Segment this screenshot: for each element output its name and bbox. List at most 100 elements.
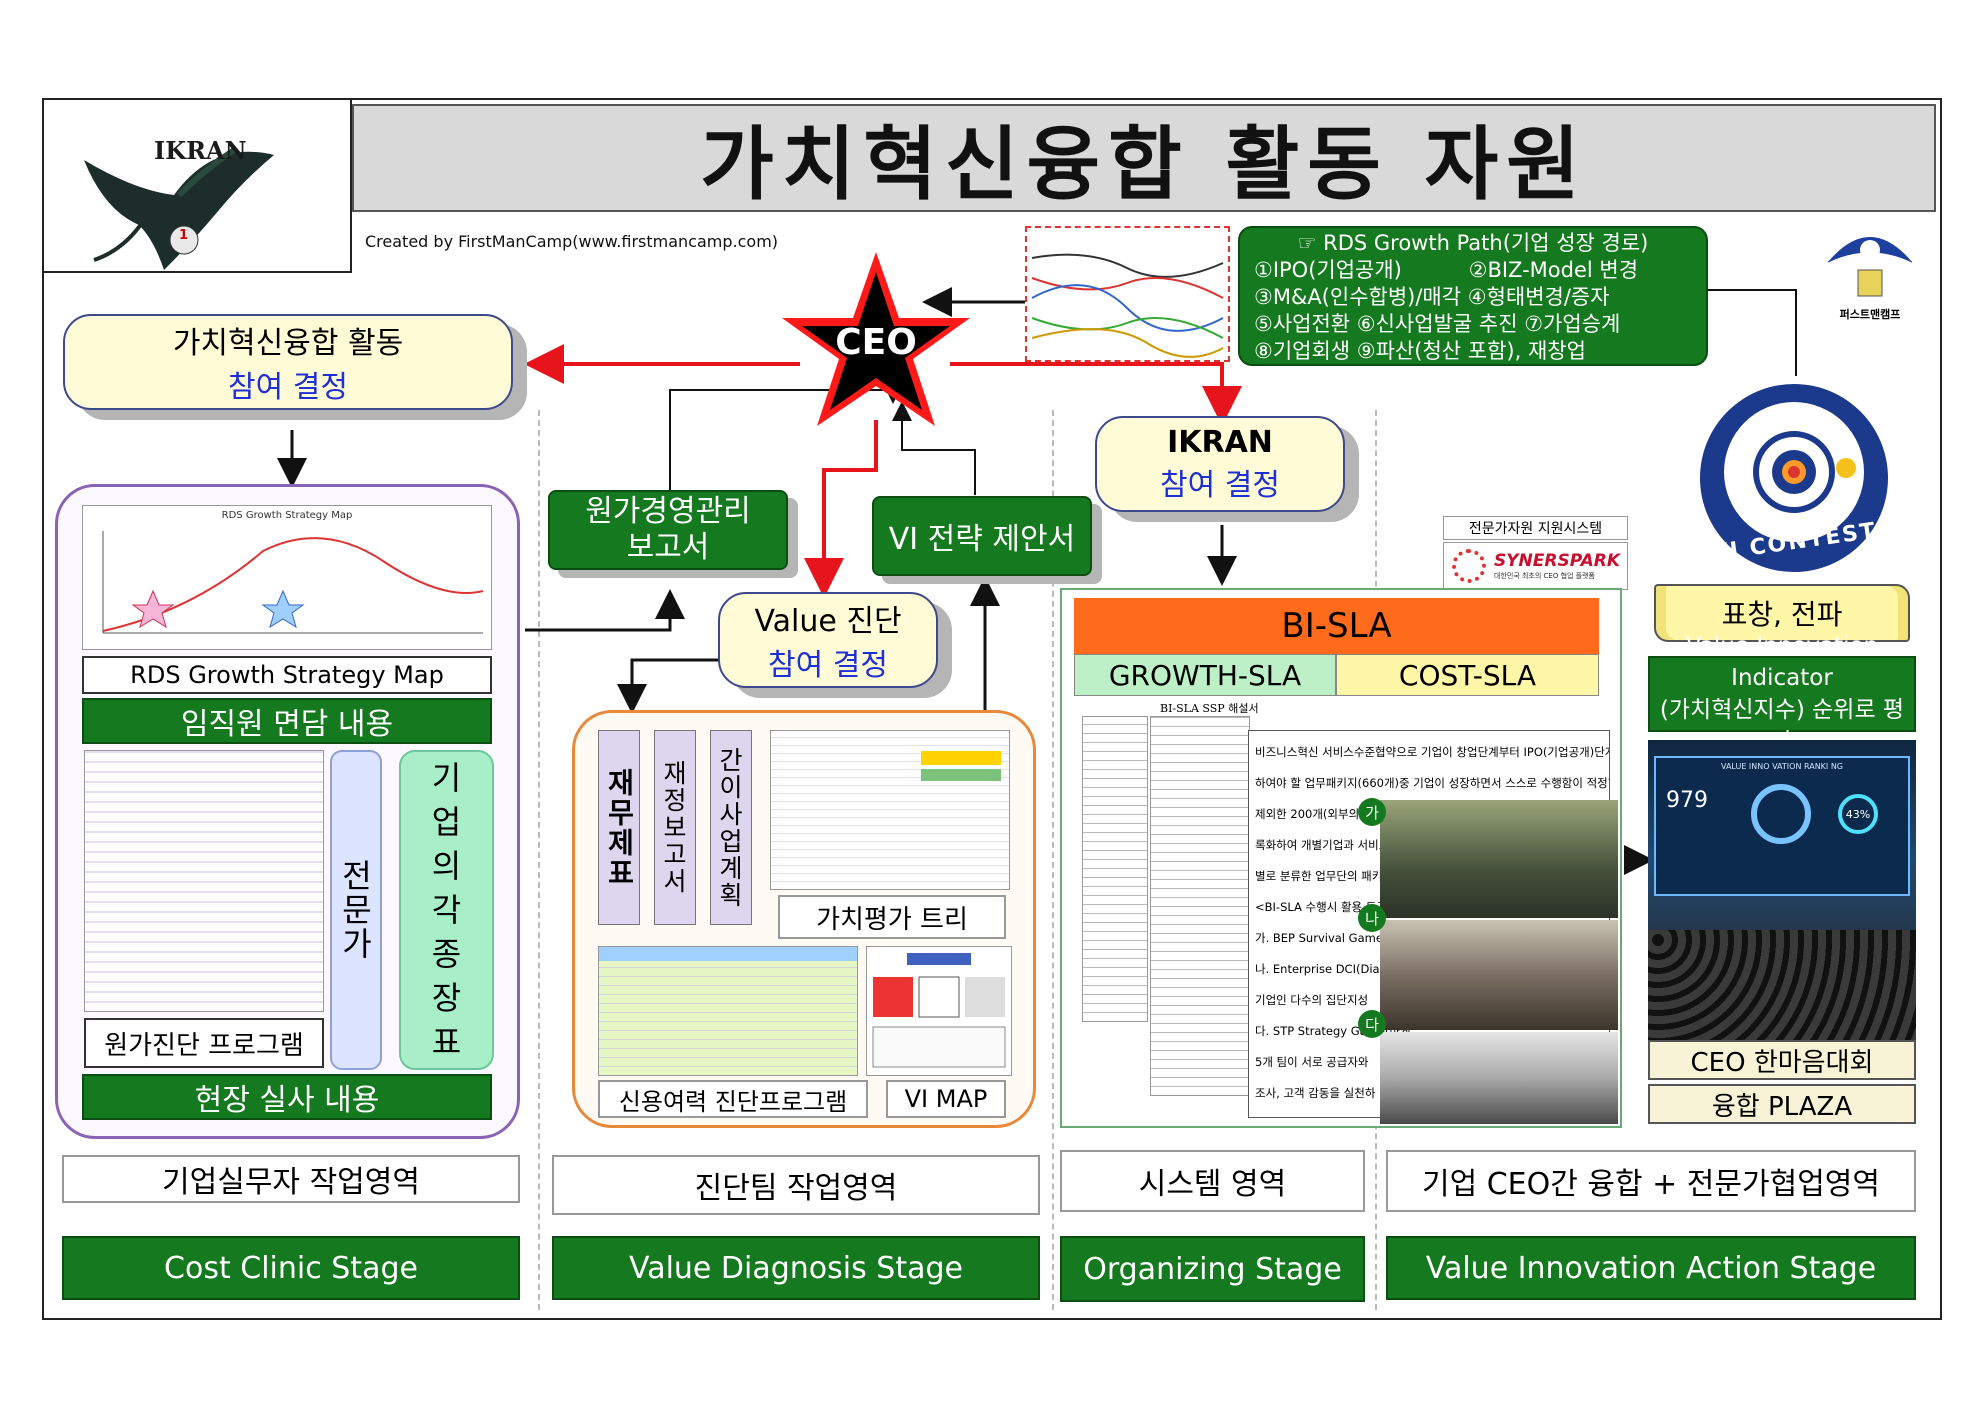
parachute-icon <box>1827 237 1913 297</box>
vi-indicator-box: Value Innovation Indicator (가치혁신지수) 순위로 … <box>1648 633 1916 755</box>
audience <box>1648 930 1916 1040</box>
activity-photo-1 <box>1380 800 1618 918</box>
value-diagnosis-stage[interactable]: Value Diagnosis Stage <box>552 1236 1040 1300</box>
rds-strategy-map-thumbnail: RDS Growth Strategy Map <box>82 505 492 650</box>
ikran-decision-line2: 참여 결정 <box>1160 467 1280 503</box>
doc-line-2: 하여야 할 업무패키지(660개)중 기업이 성장하면서 스스로 수행함이 적정… <box>1255 776 1609 790</box>
doc-line-3: 제외한 200개(외부의 자 <box>1255 807 1374 821</box>
field-inspection-box: 현장 실사 내용 <box>82 1074 492 1120</box>
doc-financial-report: 재정보고서 <box>654 730 696 925</box>
valuation-highlight <box>921 751 1001 765</box>
title-banner: 가치혁신융합 활동 자원 <box>352 104 1936 212</box>
col2-area-label: 진단팀 작업영역 <box>552 1155 1040 1215</box>
divider-1 <box>538 410 540 1310</box>
award-scroll: 표창, 전파 <box>1654 584 1910 642</box>
value-decision-line1: Value 진단 <box>754 604 902 639</box>
ikran-decision-box: IKRAN 참여 결정 <box>1095 416 1345 512</box>
col1-area-label: 기업실무자 작업영역 <box>62 1155 520 1203</box>
expert-box: 전문가 <box>330 750 382 1070</box>
cost-report-box: 원가경영관리 보고서 <box>548 490 788 570</box>
credit-program-header <box>599 947 857 961</box>
doc-line-9: 기업인 다수의 집단지성 <box>1255 993 1369 1007</box>
valuation-tree-label: 가치평가 트리 <box>778 895 1006 939</box>
activity-decision-line1: 가치혁신융합 활동 <box>172 326 404 361</box>
rds-map-title: RDS Growth Strategy Map <box>221 510 353 521</box>
screen-percent: 43% <box>1838 794 1878 834</box>
screen-gauge <box>1751 784 1811 844</box>
ranking-screen: VALUE INNO VATION RANKI NG 979 43% <box>1654 756 1910 896</box>
cost-sla-tab: COST-SLA <box>1336 654 1599 696</box>
doc-line-4: 록화하여 개별기업과 서비스 <box>1255 838 1390 852</box>
rds-path-line4: ⑧기업회생 ⑨파산(청산 포함), 재창업 <box>1254 339 1586 363</box>
valuation-tree-thumbnail <box>770 730 1010 890</box>
sla-table-thumbnail-2 <box>1150 716 1250 1096</box>
indicators-label: 기업의각종장표 <box>431 759 462 1061</box>
vi-indicator-line1: Value Innovation Indicator <box>1685 633 1879 691</box>
page-frame <box>42 98 1942 1320</box>
doc-business-plan: 간이사업계획 <box>710 730 752 925</box>
activity-photo-3 <box>1380 1032 1618 1124</box>
screen-title: VALUE INNO VATION RANKI NG <box>1720 762 1844 771</box>
logo-text: IKRAN <box>154 136 247 165</box>
doc-line-11: 5개 팀이 서로 공급자와 <box>1255 1055 1369 1069</box>
vi-proposal-box: VI 전략 제안서 <box>872 496 1092 576</box>
credit-program-label: 신용여력 진단프로그램 <box>598 1080 868 1118</box>
vi-structure-diagram <box>872 953 1006 1068</box>
interview-box: 임직원 면담 내용 <box>82 698 492 744</box>
vi-indicator-line2: (가치혁신지수) 순위로 평가 <box>1659 697 1905 755</box>
firstmancamp-caption: 퍼스트맨캠프 <box>1839 308 1901 321</box>
rds-path-line2: ③M&A(인수합병)/매각 ④형태변경/증자 <box>1254 285 1610 309</box>
organizing-stage[interactable]: Organizing Stage <box>1060 1236 1365 1302</box>
cost-report-line1: 원가경영관리 <box>585 494 751 529</box>
screen-number: 979 <box>1666 788 1708 813</box>
doc-financial-report-label: 재정보고서 <box>659 760 688 895</box>
cost-program-box: 원가진단 프로그램 <box>84 1018 324 1068</box>
expert-system-label: 전문가자원 지원시스템 <box>1443 516 1628 540</box>
rds-path-title: ☞ RDS Growth Path(기업 성장 경로) <box>1297 231 1649 255</box>
rds-path-line1: ①IPO(기업공개) ②BIZ-Model 변경 <box>1254 258 1639 282</box>
divider-2 <box>1052 410 1054 1310</box>
valuation-highlight-2 <box>921 769 1001 781</box>
cost-clinic-stage[interactable]: Cost Clinic Stage <box>62 1236 520 1300</box>
plaza-box: 융합 PLAZA <box>1648 1084 1916 1124</box>
logo-box: IKRAN 1 <box>42 98 352 273</box>
ikran-bird-logo <box>84 147 274 270</box>
activity-decision-line2: 참여 결정 <box>228 370 348 405</box>
bi-sla-header: BI-SLA <box>1074 598 1599 654</box>
page-title: 가치혁신융합 활동 자원 <box>700 118 1588 211</box>
rds-map-caption: RDS Growth Strategy Map <box>82 656 492 694</box>
ceo-star[interactable] <box>778 246 974 431</box>
credit-program-thumbnail <box>598 946 858 1076</box>
vi-contest-badge-icon <box>1700 384 1888 572</box>
value-innovation-action-stage[interactable]: Value Innovation Action Stage <box>1386 1236 1916 1300</box>
synerspark-sub: 대한민국 최초의 CEO 협업 플랫폼 <box>1494 572 1596 580</box>
interview-list-thumbnail <box>84 750 324 1012</box>
ceo-meeting-box: CEO 한마음대회 <box>1648 1040 1916 1080</box>
doc-line-5: 별로 분류한 업무단의 패키지 <box>1255 869 1393 883</box>
growth-sla-tab: GROWTH-SLA <box>1074 654 1336 696</box>
doc-business-plan-label: 간이사업계획 <box>715 746 744 909</box>
indicators-box: 기업의각종장표 <box>399 750 494 1070</box>
rds-growth-path-box: ☞ RDS Growth Path(기업 성장 경로) ①IPO(기업공개) ②… <box>1238 226 1708 366</box>
ceo-label: CEO <box>835 322 917 363</box>
badge-da: 다 <box>1358 1010 1386 1038</box>
vi-map-thumbnail <box>866 946 1012 1076</box>
growth-path-map-thumbnail <box>1025 226 1230 362</box>
value-decision-box: Value 진단 참여 결정 <box>718 592 938 688</box>
logo-sub: 1 <box>179 228 189 243</box>
ssp-doc-title: BI-SLA SSP 해설서 <box>1160 702 1259 715</box>
vi-map-label: VI MAP <box>886 1080 1006 1118</box>
doc-financial-statement: 재무제표 <box>598 730 640 925</box>
doc-financial-statement-label: 재무제표 <box>603 767 636 888</box>
col3-area-label: 시스템 영역 <box>1060 1150 1365 1212</box>
doc-line-1: 비즈니스혁신 서비스수준협약으로 기업이 창업단계부터 IPO(기업공개)단계까… <box>1255 745 1609 759</box>
cost-report-line2: 보고서 <box>626 530 710 565</box>
credit-text: Created by FirstManCamp(www.firstmancamp… <box>365 232 779 251</box>
sla-table-thumbnail-1 <box>1082 716 1148 1022</box>
badge-ga: 가 <box>1358 798 1386 826</box>
activity-photo-2 <box>1380 920 1618 1030</box>
doc-line-12: 조사, 고객 감동을 실천하 <box>1255 1086 1376 1100</box>
synerspark-icon <box>1452 549 1486 583</box>
ikran-decision-line1: IKRAN <box>1167 424 1273 460</box>
synerspark-logo: SYNERSPARK 대한민국 최초의 CEO 협업 플랫폼 <box>1443 542 1628 590</box>
